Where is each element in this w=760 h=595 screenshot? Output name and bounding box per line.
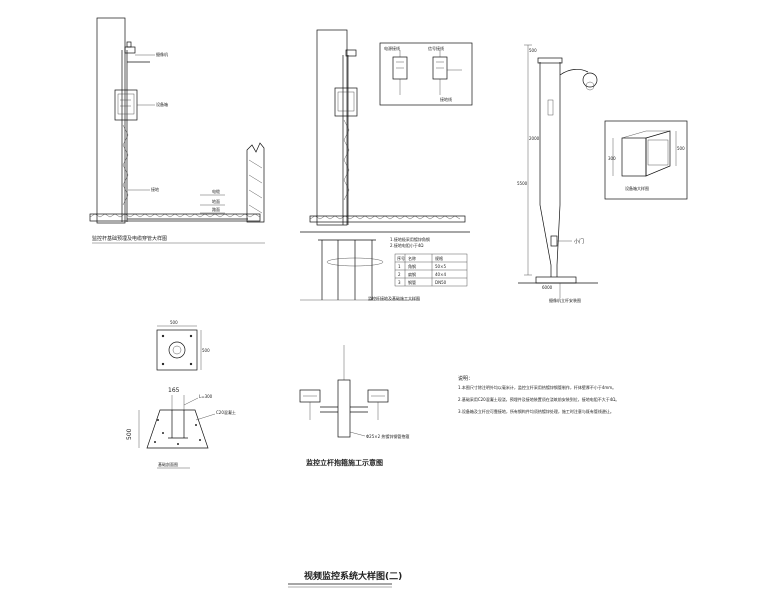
notes-heading: 说明： xyxy=(458,375,473,382)
wiring-label-signal: 信号接线 xyxy=(428,45,444,51)
pole-left-drawing: 摄像机 设备箱 接地 电缆 地面 路面 监控杆基础预埋及电缆穿管大样图 xyxy=(89,17,265,244)
table-cell: 规格 xyxy=(435,255,443,261)
pole-left-label-camera: 摄像机 xyxy=(156,51,168,57)
bracket-caption: 监控立杆抱箍施工示意图 xyxy=(306,458,383,467)
pole-middle-drawing: 1.接地极采用镀锌角钢 2.接地电阻小于4Ω 序号 名称 规格 1 角钢 50×… xyxy=(300,29,470,301)
general-notes: 说明： 1.本图尺寸除注明外均以毫米计，监控立杆采用热镀锌钢管制作，杆体壁厚不小… xyxy=(458,375,619,414)
cabinet-detail: 300 500 设备箱大样图 xyxy=(604,120,688,200)
foundation-section-bolt-label: L=300 xyxy=(199,394,213,399)
notes-line-1: 1.本图尺寸除注明外均以毫米计，监控立杆采用热镀锌钢管制作，杆体壁厚不小于4mm… xyxy=(458,384,616,390)
pole-left-label-cabinet: 设备箱 xyxy=(156,101,168,107)
table-cell: 角钢 xyxy=(408,263,416,269)
pole-right-dim-mid: 2000 xyxy=(529,136,540,141)
foundation-plan-dim-side: 500 xyxy=(202,348,210,353)
wiring-detail: 电源接线 信号接线 接地线 xyxy=(379,42,473,106)
table-cell: DN50 xyxy=(435,280,447,285)
pole-middle-caption: 监控杆接地及基础施工大样图 xyxy=(368,295,420,301)
sheet-title-block: 视频监控系统大样图(二) xyxy=(288,570,402,588)
pole-right-dim-top: 500 xyxy=(529,48,537,53)
pole-middle-note-2: 2.接地电阻小于4Ω xyxy=(390,242,423,248)
foundation-section-concrete-label: C20混凝土 xyxy=(216,409,236,415)
pole-left-label-ground-surface: 地面 xyxy=(212,198,220,204)
foundation-section-caption: 基础剖面图 xyxy=(158,461,178,467)
table-cell: 序号 xyxy=(397,255,405,261)
wiring-label-power: 电源接线 xyxy=(384,45,400,51)
pole-right-dim-total: 5500 xyxy=(517,181,528,186)
foundation-section-dim-width: 165 xyxy=(168,387,180,394)
table-cell: 2 xyxy=(398,272,401,277)
pole-right-dim-base: 6000 xyxy=(542,285,553,290)
foundation-section-dim-depth: 500 xyxy=(126,428,133,440)
table-cell: 名称 xyxy=(408,255,416,261)
bracket-pipe-label: Φ25×2 热镀锌钢管抱箍 xyxy=(366,433,409,439)
cabinet-caption: 设备箱大样图 xyxy=(625,185,649,191)
notes-line-3: 3.设备箱及立杆应可靠接地，所有钢构件均须热镀锌处理，施工时注意与既有管线避让。 xyxy=(458,408,614,414)
cabinet-dim-width: 500 xyxy=(677,146,685,151)
pole-right-caption: 摄像机立杆安装图 xyxy=(549,297,581,303)
pole-left-caption: 监控杆基础预埋及电缆穿管大样图 xyxy=(92,235,167,242)
table-cell: 钢管 xyxy=(408,279,416,285)
foundation-plan: 500 500 xyxy=(156,320,210,371)
table-cell: 3 xyxy=(398,280,401,285)
pole-middle-note-1: 1.接地极采用镀锌角钢 xyxy=(390,236,430,242)
cabinet-dim-height: 300 xyxy=(608,156,616,161)
wiring-label-ground: 接地线 xyxy=(440,96,452,102)
table-cell: 40×4 xyxy=(435,272,446,277)
table-cell: 50×5 xyxy=(435,264,446,269)
pole-right-door-label: 小门 xyxy=(574,238,584,245)
table-cell: 扁钢 xyxy=(408,271,416,277)
pole-right-drawing: 500 2000 5500 小门 6000 摄像机立杆安装图 xyxy=(517,44,598,303)
notes-line-2: 2.基础采用C20混凝土现浇，预埋件及接地装置须在浇筑前安装到位，接地电阻不大于… xyxy=(458,396,619,402)
pole-left-label-ground: 接地 xyxy=(151,186,159,192)
pole-left-label-road: 路面 xyxy=(212,206,220,212)
foundation-section: 165 L=300 C20混凝土 500 基础剖面图 xyxy=(126,387,236,469)
sheet-title: 视频监控系统大样图(二) xyxy=(304,570,402,582)
bracket-detail: Φ25×2 热镀锌钢管抱箍 监控立杆抱箍施工示意图 xyxy=(299,345,409,467)
pole-left-label-cable: 电缆 xyxy=(212,188,220,194)
table-cell: 1 xyxy=(398,264,401,269)
foundation-plan-dim-top: 500 xyxy=(170,320,178,325)
pole-middle-table: 序号 名称 规格 1 角钢 50×5 2 扁钢 40×4 3 钢管 DN50 xyxy=(394,253,468,287)
